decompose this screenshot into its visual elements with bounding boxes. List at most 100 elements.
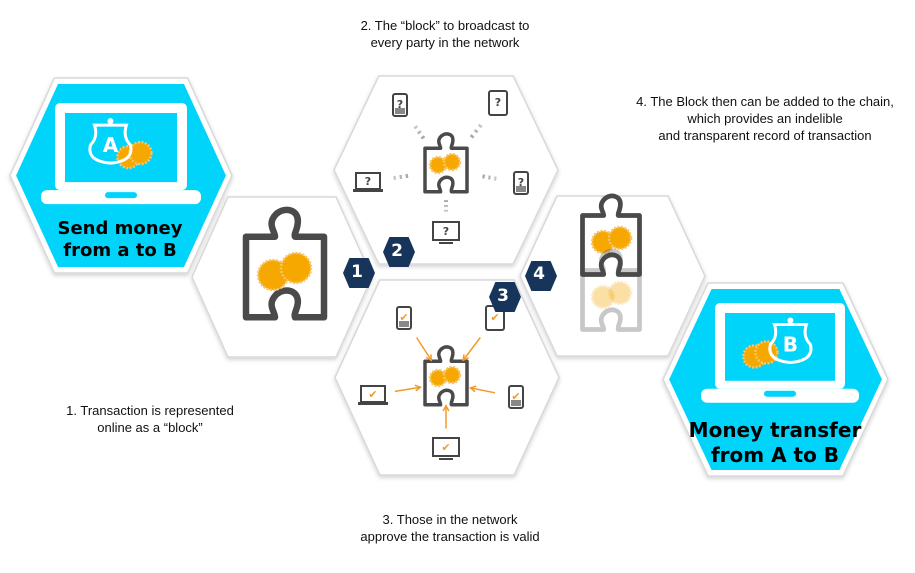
coin-icon bbox=[279, 251, 313, 285]
receiver-label: Money transfer from A to B bbox=[680, 418, 870, 468]
step3-badge bbox=[489, 282, 521, 312]
arrow-icon bbox=[470, 387, 496, 394]
coin-icon bbox=[442, 152, 462, 172]
wallet-clasp bbox=[787, 317, 794, 324]
device-mark: ? bbox=[397, 98, 403, 111]
step1-caption: 1. Transaction is represented online as … bbox=[40, 402, 260, 436]
step2-caption: 2. The “block” to broadcast to every par… bbox=[330, 17, 560, 51]
signal-wave bbox=[477, 123, 483, 129]
step2-hexagon-outline bbox=[333, 75, 559, 265]
arrowhead bbox=[425, 354, 433, 362]
step4-caption-line3: and transparent record of transaction bbox=[658, 128, 872, 143]
sender-hexagon: A bbox=[9, 77, 233, 274]
phone-icon: ✔ bbox=[396, 306, 412, 330]
arrowhead bbox=[442, 404, 450, 412]
step2-badge-number: 2 bbox=[391, 241, 403, 261]
receiver-label-line2: from A to B bbox=[710, 443, 840, 467]
phone-icon: ✔ bbox=[508, 385, 524, 409]
sender-laptop-wallet-icon: A bbox=[41, 103, 201, 205]
arrow-icon bbox=[462, 337, 481, 361]
step3-badge-number: 3 bbox=[497, 286, 509, 306]
sender-label-line2: from a to B bbox=[63, 240, 177, 261]
step4-caption-line1: 4. The Block then can be added to the ch… bbox=[636, 94, 894, 109]
wallet-clasp bbox=[107, 118, 114, 125]
device-mark: ? bbox=[495, 96, 501, 109]
laptop-screen bbox=[65, 113, 177, 183]
coin-icon bbox=[607, 225, 633, 251]
laptop-base bbox=[353, 189, 383, 192]
step2-badge bbox=[383, 237, 415, 267]
puzzle-icon bbox=[242, 206, 328, 321]
arrowhead bbox=[468, 385, 477, 393]
receiver-label-line1: Money transfer bbox=[688, 418, 862, 442]
coin-icon bbox=[442, 365, 462, 385]
tablet-body bbox=[488, 90, 508, 116]
arrowhead bbox=[462, 354, 469, 362]
coin-icon bbox=[128, 140, 153, 166]
sender-label: Send money from a to B bbox=[30, 218, 210, 262]
step4-caption-line2: which provides an indelible bbox=[687, 111, 843, 126]
puzzle-icon bbox=[580, 193, 642, 277]
step3-caption-line2: approve the transaction is valid bbox=[360, 529, 540, 544]
wallet-letter: A bbox=[103, 133, 119, 157]
phone-keypad bbox=[395, 108, 405, 114]
monitor-icon: ? bbox=[432, 221, 460, 244]
monitor-body bbox=[432, 221, 460, 241]
tablet-icon: ? bbox=[488, 90, 508, 116]
step3-hexagon: ✔ ✔ ✔ ✔ ✔ bbox=[334, 279, 560, 476]
phone-keypad bbox=[516, 186, 526, 192]
step4-hexagon-outline bbox=[519, 195, 706, 357]
step4-hexagon bbox=[519, 193, 706, 357]
laptop-notch bbox=[105, 192, 137, 199]
phone-icon: ? bbox=[513, 171, 529, 195]
device-mark: ✔ bbox=[399, 311, 408, 324]
step2-caption-line1: 2. The “block” to broadcast to bbox=[360, 18, 530, 33]
sender-label-line1: Send money bbox=[57, 218, 183, 239]
device-mark: ? bbox=[518, 176, 524, 189]
monitor-icon: ✔ bbox=[432, 437, 460, 460]
step3-caption: 3. Those in the network approve the tran… bbox=[330, 511, 570, 545]
device-mark: ✔ bbox=[490, 311, 499, 324]
receiver-hexagon: B bbox=[662, 282, 889, 477]
step1-badge-number: 1 bbox=[351, 262, 363, 282]
step2-caption-line2: every party in the network bbox=[370, 35, 520, 50]
wallet-letter: B bbox=[783, 332, 798, 356]
signal-wave bbox=[473, 128, 479, 134]
monitor-stand bbox=[439, 242, 453, 244]
wallet-icon bbox=[88, 123, 133, 165]
device-mark: ✔ bbox=[368, 388, 377, 401]
step1-caption-line1: 1. Transaction is represented bbox=[66, 403, 234, 418]
puzzle-icon bbox=[423, 345, 469, 407]
step1-caption-line2: online as a “block” bbox=[97, 420, 203, 435]
coin-icon bbox=[590, 284, 616, 310]
signal-wave bbox=[413, 125, 419, 130]
coin-icon bbox=[607, 280, 633, 306]
laptop-icon: ? bbox=[353, 172, 383, 192]
monitor-body bbox=[432, 437, 460, 457]
step4-caption: 4. The Block then can be added to the ch… bbox=[610, 93, 915, 144]
device-mark: ✔ bbox=[441, 441, 450, 454]
phone-icon: ? bbox=[392, 93, 408, 117]
step4-badge bbox=[525, 261, 557, 291]
arrowhead bbox=[414, 384, 422, 392]
step1-hexagon bbox=[191, 196, 373, 358]
phone-keypad bbox=[399, 321, 409, 327]
laptop-base bbox=[358, 402, 388, 405]
device-mark: ? bbox=[443, 225, 449, 238]
arrow-icon bbox=[394, 386, 421, 393]
device-mark: ✔ bbox=[511, 390, 520, 403]
step4-badge-number: 4 bbox=[533, 264, 545, 284]
puzzle-reflection-icon bbox=[580, 248, 642, 332]
signal-wave bbox=[417, 130, 422, 135]
phone-keypad bbox=[511, 400, 521, 406]
puzzle-icon bbox=[423, 132, 469, 194]
arrow-icon bbox=[415, 337, 432, 361]
device-mark: ? bbox=[365, 175, 371, 188]
step1-badge bbox=[343, 258, 375, 288]
monitor-stand bbox=[439, 458, 453, 460]
wallet-icon bbox=[768, 322, 813, 364]
laptop-icon: ✔ bbox=[358, 385, 388, 405]
signal-wave bbox=[469, 134, 475, 139]
